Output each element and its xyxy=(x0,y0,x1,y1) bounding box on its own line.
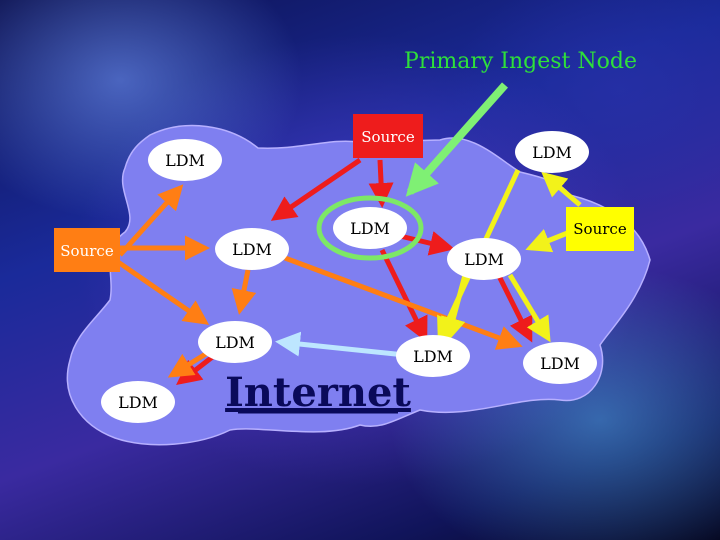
source-orange-label: Source xyxy=(60,242,114,260)
source-red-label: Source xyxy=(361,128,415,146)
svg-text:LDM: LDM xyxy=(118,393,158,412)
ldm-node: LDM xyxy=(101,381,175,423)
arrow-primary-to-ldm-f xyxy=(379,248,428,343)
ldm-node: LDM xyxy=(148,139,222,181)
arrow-source-to-ldm-c xyxy=(116,259,210,325)
source-box-red: Source xyxy=(353,114,423,158)
arrow-ldm-e-to-ldm-g xyxy=(494,270,533,343)
svg-text:LDM: LDM xyxy=(350,219,390,238)
arrow-ldm-e-to-ldm-g-yellow xyxy=(507,273,551,343)
svg-text:LDM: LDM xyxy=(532,143,572,162)
ldm-node: LDM xyxy=(198,321,272,363)
arrow-ldm-b-to-ldm-g xyxy=(284,255,523,350)
svg-text:LDM: LDM xyxy=(165,151,205,170)
arrow-source-to-primary xyxy=(368,159,394,208)
ldm-node: LDM xyxy=(523,342,597,384)
source-box-orange: Source xyxy=(54,228,120,272)
svg-text:LDM: LDM xyxy=(540,354,580,373)
source-box-yellow: Source xyxy=(566,207,634,251)
arrow-primary-to-ldm-e xyxy=(399,231,455,256)
orange-arrows xyxy=(116,184,523,378)
internet-label: Internet xyxy=(225,369,411,416)
svg-text:LDM: LDM xyxy=(413,347,453,366)
arrow-ysource-to-ldm-h xyxy=(541,171,582,207)
pointer-arrow xyxy=(405,82,508,197)
arrow-ldm-e-to-ldm-f xyxy=(441,274,468,343)
ldm-node: LDM xyxy=(396,335,470,377)
arrow-ldm-b-to-ldm-c xyxy=(231,269,257,315)
arrow-ldm-f-to-ldm-c xyxy=(275,331,406,358)
title-label: Primary Ingest Node xyxy=(404,49,637,74)
svg-text:LDM: LDM xyxy=(215,333,255,352)
ldm-node: LDM xyxy=(447,238,521,280)
svg-text:LDM: LDM xyxy=(464,250,504,269)
ldm-node-primary: LDM xyxy=(333,207,407,249)
source-yellow-label: Source xyxy=(573,220,627,238)
primary-highlight-ring xyxy=(316,195,424,261)
svg-text:LDM: LDM xyxy=(232,240,272,259)
arrow-source-to-ldm-a xyxy=(118,184,184,257)
ldm-node: LDM xyxy=(215,228,289,270)
arrow-source-to-ldm-b xyxy=(270,157,362,221)
ldm-node: LDM xyxy=(515,131,589,173)
